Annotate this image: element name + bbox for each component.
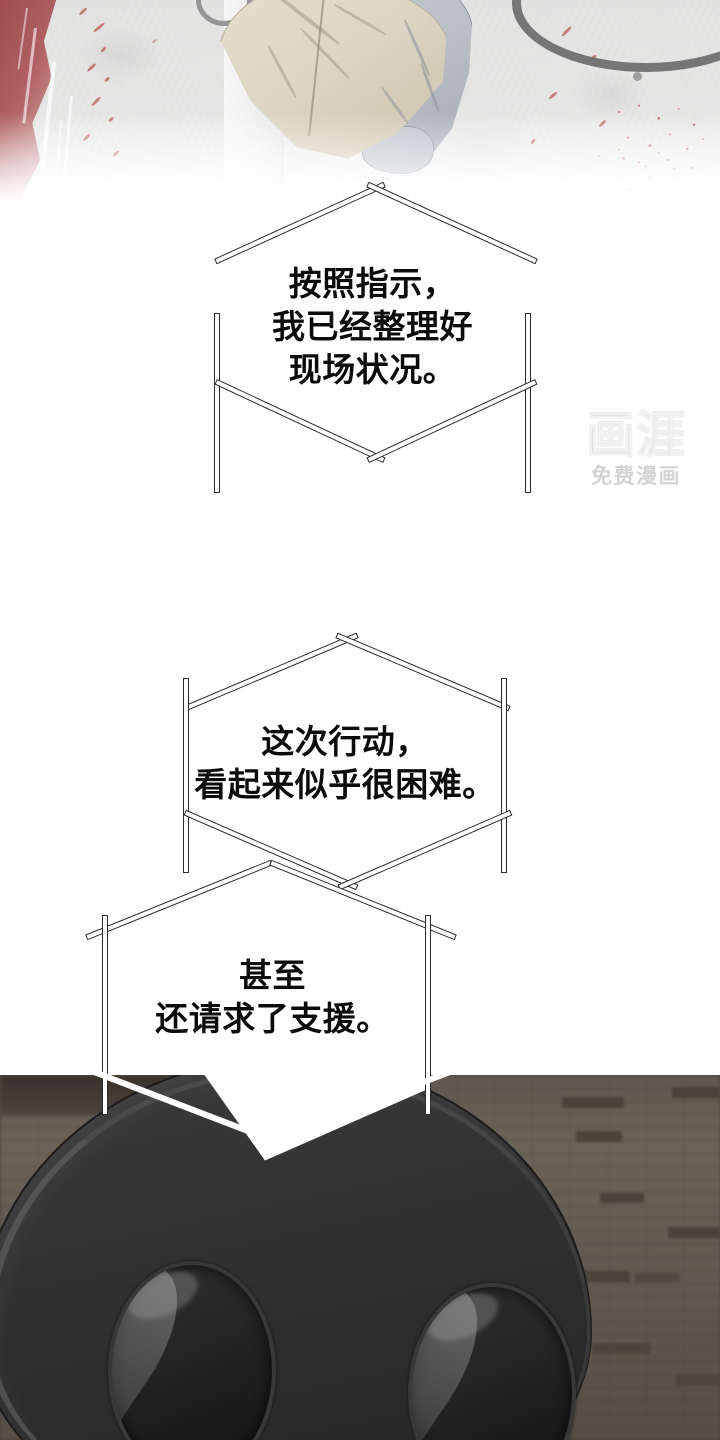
speech-bubble-1: 按照指示， 我已经整理好 现场状况。	[195, 165, 550, 493]
wall-dot	[633, 72, 642, 81]
brick	[672, 1087, 720, 1098]
brick	[592, 1343, 650, 1354]
bubble-2-text: 这次行动， 看起来似乎很困难。	[194, 723, 496, 803]
panel-top	[0, 0, 720, 215]
brick	[600, 1193, 644, 1203]
bubble-2-edge-right	[501, 678, 507, 873]
watermark-logo-text: 画涯	[585, 409, 686, 463]
brick	[668, 1227, 720, 1238]
bubble-1-text: 按照指示， 我已经整理好 现场状况。	[272, 265, 473, 388]
bubble-2-edge-left	[183, 678, 189, 873]
bubble-2-fill	[185, 625, 502, 895]
bubble-1-fill	[216, 174, 528, 473]
watermark: 画涯 免费漫画	[566, 409, 706, 488]
brick	[562, 1097, 624, 1108]
bubble-3-edge-left	[102, 915, 108, 1115]
speech-bubble-2: 这次行动， 看起来似乎很困难。	[165, 615, 525, 905]
speech-bubble-3: 甚至 还请求了支援。	[84, 855, 460, 1170]
brick	[578, 1271, 630, 1282]
brick	[676, 1375, 720, 1385]
bubble-1-edge-right	[525, 313, 531, 493]
bubble-3-edge-right	[425, 915, 431, 1115]
bubble-1-edge-left	[214, 313, 220, 493]
panel-bottom	[0, 1075, 720, 1440]
brick	[634, 1273, 680, 1282]
bubble-3-text: 甚至 还请求了支援。	[155, 957, 390, 1037]
mask-lens-left	[108, 1261, 276, 1440]
brick	[576, 1131, 622, 1142]
watermark-subtitle: 免费漫画	[591, 465, 681, 488]
